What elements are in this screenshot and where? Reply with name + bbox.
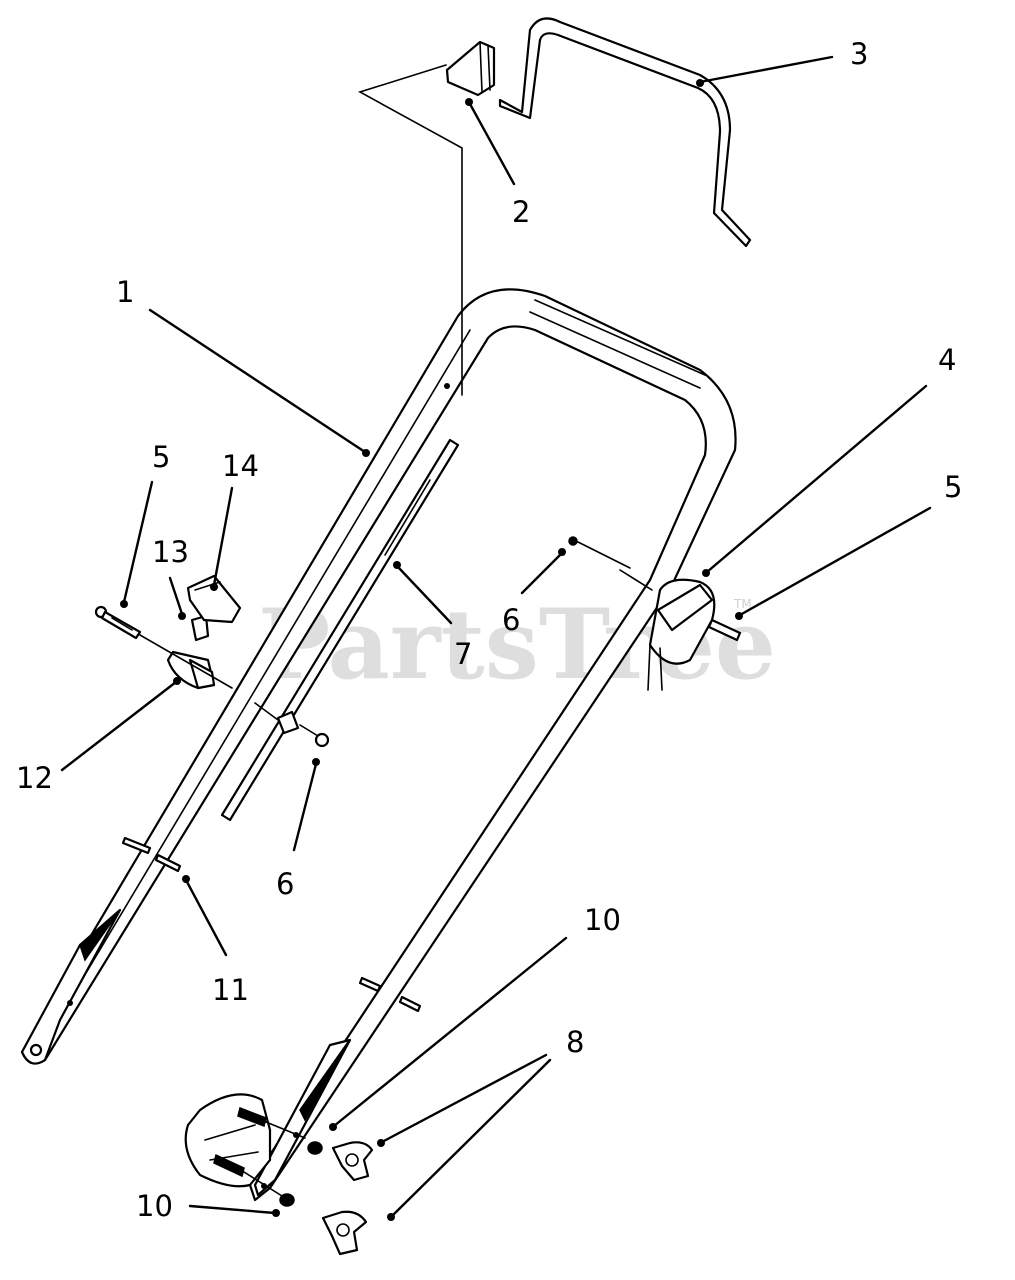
clevis-pin-left xyxy=(121,836,182,873)
leader-lines xyxy=(60,55,932,1221)
washer-upper xyxy=(307,1141,323,1155)
control-bail xyxy=(498,17,752,248)
callout-12: 12 xyxy=(16,761,53,795)
clevis-pin-right xyxy=(358,976,422,1013)
callout-6-center: 6 xyxy=(502,603,520,637)
wing-knob-lower xyxy=(321,1210,368,1256)
control-lever-assembly xyxy=(139,574,242,690)
cable-guide-bracket xyxy=(357,40,496,396)
washer-lower xyxy=(279,1193,295,1207)
callout-5-right: 5 xyxy=(944,470,962,504)
callout-3: 3 xyxy=(850,37,868,71)
callout-1: 1 xyxy=(116,275,134,309)
callout-10-upper: 10 xyxy=(584,903,621,937)
callout-7: 7 xyxy=(454,637,472,671)
callout-5-left: 5 xyxy=(152,440,170,474)
callout-4: 4 xyxy=(938,343,956,377)
callout-labels: 1 2 3 4 5 5 6 6 7 8 10 10 11 12 13 14 xyxy=(16,37,962,1223)
wing-knob-upper xyxy=(331,1141,374,1182)
screw-left xyxy=(94,605,142,640)
callout-2: 2 xyxy=(512,195,530,229)
callout-8: 8 xyxy=(566,1025,584,1059)
cable-control-housing xyxy=(619,569,716,691)
callout-13: 13 xyxy=(152,535,189,569)
callout-14: 14 xyxy=(222,449,259,483)
nut-lower xyxy=(254,702,330,748)
watermark-trademark: TM xyxy=(733,597,752,611)
callout-10-lower: 10 xyxy=(136,1189,173,1223)
lower-handle-bracket xyxy=(184,1093,306,1197)
callout-11: 11 xyxy=(212,973,249,1007)
upper-handle-tube xyxy=(20,288,737,1202)
nut-center xyxy=(568,536,631,569)
callout-6-lower: 6 xyxy=(276,867,294,901)
screw-right xyxy=(707,618,742,642)
